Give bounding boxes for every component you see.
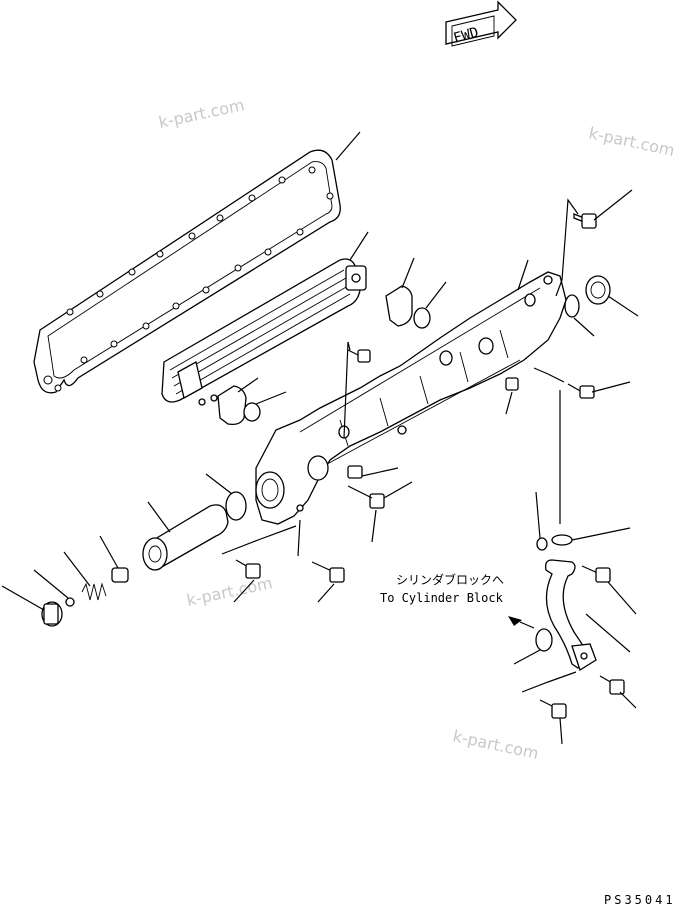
bypass-valve-element xyxy=(142,504,229,571)
bolt xyxy=(311,561,345,583)
watermark: k-part.com xyxy=(587,123,676,160)
o-ring xyxy=(564,294,580,318)
drawing-number: PS35041 xyxy=(604,893,676,907)
gasket-small xyxy=(535,628,553,652)
o-ring xyxy=(536,537,548,551)
bolt xyxy=(539,699,567,719)
bolt xyxy=(235,559,261,579)
bolt xyxy=(567,383,595,399)
nut xyxy=(369,493,385,509)
plug xyxy=(585,275,611,305)
oil-cooler-cover xyxy=(255,271,567,525)
watermark: k-part.com xyxy=(451,726,540,763)
caption-jp: シリンダブロックへ xyxy=(396,572,504,587)
bolt xyxy=(573,213,597,229)
bolt xyxy=(599,675,625,695)
arrow-icon xyxy=(508,616,522,626)
valve xyxy=(111,567,129,583)
bolt xyxy=(505,377,519,391)
gasket-small xyxy=(385,285,413,327)
watermark: k-part.com xyxy=(157,95,246,132)
watermark: k-part.com xyxy=(185,573,274,610)
bolt xyxy=(581,565,611,583)
spring xyxy=(81,582,107,601)
caption-en: To Cylinder Block xyxy=(380,591,504,605)
plug xyxy=(41,601,63,627)
oil-cooler-gasket xyxy=(33,149,341,394)
o-ring xyxy=(243,402,261,422)
o-ring xyxy=(413,307,431,329)
o-ring xyxy=(65,597,75,607)
oil-cooler-element xyxy=(161,258,367,406)
fwd-arrow-icon: FWD xyxy=(445,0,517,47)
o-ring xyxy=(225,491,247,521)
oil-pipe xyxy=(544,559,597,671)
o-ring xyxy=(551,534,573,546)
fwd-label: FWD xyxy=(452,24,481,46)
nipple xyxy=(347,465,363,479)
bolt xyxy=(347,349,371,363)
gasket-small xyxy=(217,385,247,426)
